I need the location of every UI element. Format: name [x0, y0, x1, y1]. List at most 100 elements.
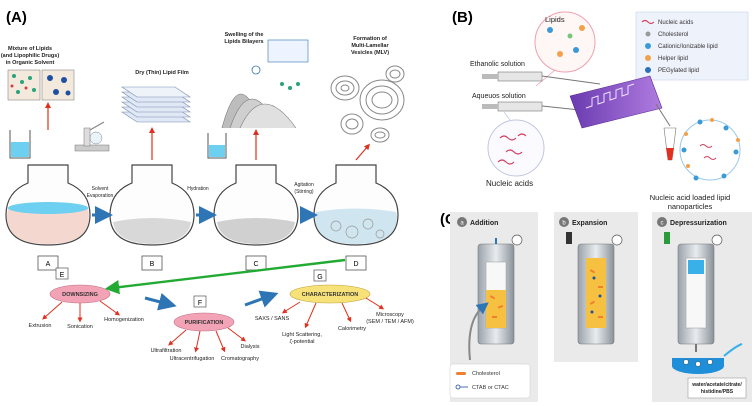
extrusion-label: Extrusion [29, 323, 52, 329]
mixture-molecules-box [7, 69, 75, 101]
loaded-label: Nucleic acid loaded lipid [650, 193, 730, 202]
microfluidic-chip [569, 75, 671, 129]
characterization-arrows [281, 297, 385, 329]
collection-tube [663, 127, 677, 161]
curved-arrow [468, 302, 489, 361]
swelling-label: Swelling of the [225, 32, 264, 38]
step-a-badge [457, 217, 467, 227]
ultrafiltration-label: Ultrafiltration [151, 348, 182, 354]
panel-a-label: (A) [6, 9, 27, 26]
syringe-top [482, 71, 601, 85]
swelling-bilayers [221, 39, 309, 129]
sonication-label: Sonication [67, 324, 93, 330]
nanoparticle [679, 118, 741, 181]
box-g [313, 269, 327, 282]
purification-oval [173, 312, 235, 332]
flask-d: D [313, 164, 399, 271]
nucleic-acids-label: Nucleic acids [486, 179, 533, 188]
step-b-badge [559, 217, 569, 227]
step-c-badge [657, 217, 667, 227]
flask-c-label: C [253, 261, 258, 268]
vessel-b [566, 232, 623, 345]
agitation-label-2: (Stirring) [294, 189, 314, 195]
syringe-bottom [482, 101, 581, 112]
flask-a: A [5, 164, 91, 271]
characterization-oval [289, 284, 371, 304]
ultracentrifugation-label: Ultracentrifugation [170, 356, 215, 362]
purification-arrows [168, 327, 246, 353]
green-arrow [104, 258, 346, 295]
solvent-label-2: Evaporation [87, 193, 114, 199]
lipids-label: Lipids [545, 15, 565, 24]
purification-label: PURIFICATION [185, 320, 224, 326]
calorimetry-label: Calorimetry [338, 326, 366, 332]
mixture-label-3: in Organic Solvent [6, 60, 55, 66]
mlv-label-2: Multi-Lamellar [351, 43, 389, 49]
mixture-label: Mixture of Lipids [8, 46, 52, 52]
legend-cationic-lipid: Cationic/Ionizable lipid [658, 44, 718, 50]
step-a-badge-label: a [460, 221, 464, 227]
ethanolic-label: Ethanolic solution [470, 61, 525, 68]
mlv-vesicles [330, 65, 405, 143]
red-up-arrows [45, 102, 370, 161]
swelling-label-2: Lipids Bilayers [224, 39, 263, 45]
rotary-evaporator-icon [74, 121, 110, 152]
box-f [193, 295, 207, 308]
cholesterol-legend-label: Cholesterol [472, 371, 500, 377]
flask-c: C [213, 164, 299, 271]
nucleic-acid-magnifier [487, 111, 545, 177]
film-label: Dry (Thin) Lipid Film [135, 70, 189, 76]
depressurization-label: Depressurization [670, 220, 727, 227]
panel-c: (C) a Addition Cholesterol CTAB or CTAC … [440, 211, 752, 402]
downsizing-arrows [42, 300, 121, 323]
mlv-label: Formation of [353, 36, 387, 42]
lipid-film-stack [121, 86, 191, 123]
flask-d-label: D [353, 261, 358, 268]
arrow-to-characterization [244, 290, 279, 308]
aqueous-label: Aqueuos solution [472, 93, 526, 100]
light-scattering-label: Light Scattering, [282, 332, 322, 338]
flask-b-label: B [150, 261, 155, 268]
loaded-label-2: nanoparticles [668, 202, 713, 211]
homogenization-label: Homogenization [104, 317, 144, 323]
step-b-badge-label: b [562, 221, 566, 227]
microscopy-label-2: (SEM / TEM / AFM) [366, 319, 414, 325]
legend-c: Cholesterol CTAB or CTAC [449, 363, 531, 399]
legend-helper-lipid: Helper lipid [658, 56, 688, 62]
flask-b: B [109, 164, 195, 271]
characterization-label: CHARACTERIZATION [302, 292, 358, 298]
legend-nucleic-acids: Nucleic acids [658, 20, 693, 26]
saxs-label: SAXS / SANS [255, 316, 290, 322]
dialysis-label: Dialysis [241, 344, 260, 350]
lipids-magnifier [534, 11, 596, 87]
legend-pegylated-lipid: PEGylated lipid [658, 68, 699, 74]
expansion-label: Expansion [572, 220, 607, 227]
mixture-label-2: (and Lipophilic Drugs) [1, 53, 60, 59]
mlv-label-3: Vesicles (MLV) [351, 50, 389, 56]
step-c-badge-label: c [661, 221, 664, 227]
collection-bath: water/acetate/citrate/ histidine/PBS [672, 343, 747, 399]
panel-b: (B) Lipids Nucleic acids Cholesterol Cat… [452, 9, 749, 211]
box-e [55, 267, 69, 280]
box-f-label: F [198, 300, 202, 307]
flask-a-label: A [46, 261, 51, 268]
legend-cholesterol: Cholesterol [658, 32, 688, 38]
microscopy-label: Microscopy [376, 312, 404, 318]
ctab-legend-label: CTAB or CTAC [472, 385, 509, 391]
cromatography-label: Cromatography [221, 356, 259, 362]
box-e-label: E [60, 272, 65, 279]
beaker-icon [9, 130, 31, 159]
arrow-to-purification [144, 293, 177, 311]
buffer-label-2: histidine/PBS [701, 389, 734, 395]
solvent-label: Solvent [92, 186, 109, 192]
vessel-a [477, 234, 523, 345]
panel-b-label: (B) [452, 9, 473, 26]
vessel-c [664, 232, 723, 352]
downsizing-label: DOWNSIZING [62, 292, 98, 298]
panel-a: (A) Mixture of Lipids (and Lipophilic Dr… [1, 9, 414, 362]
box-g-label: G [317, 274, 322, 281]
hydration-label: Hydration [187, 186, 209, 192]
beaker-icon-2 [207, 133, 227, 159]
zeta-label: ζ-potential [289, 339, 314, 345]
